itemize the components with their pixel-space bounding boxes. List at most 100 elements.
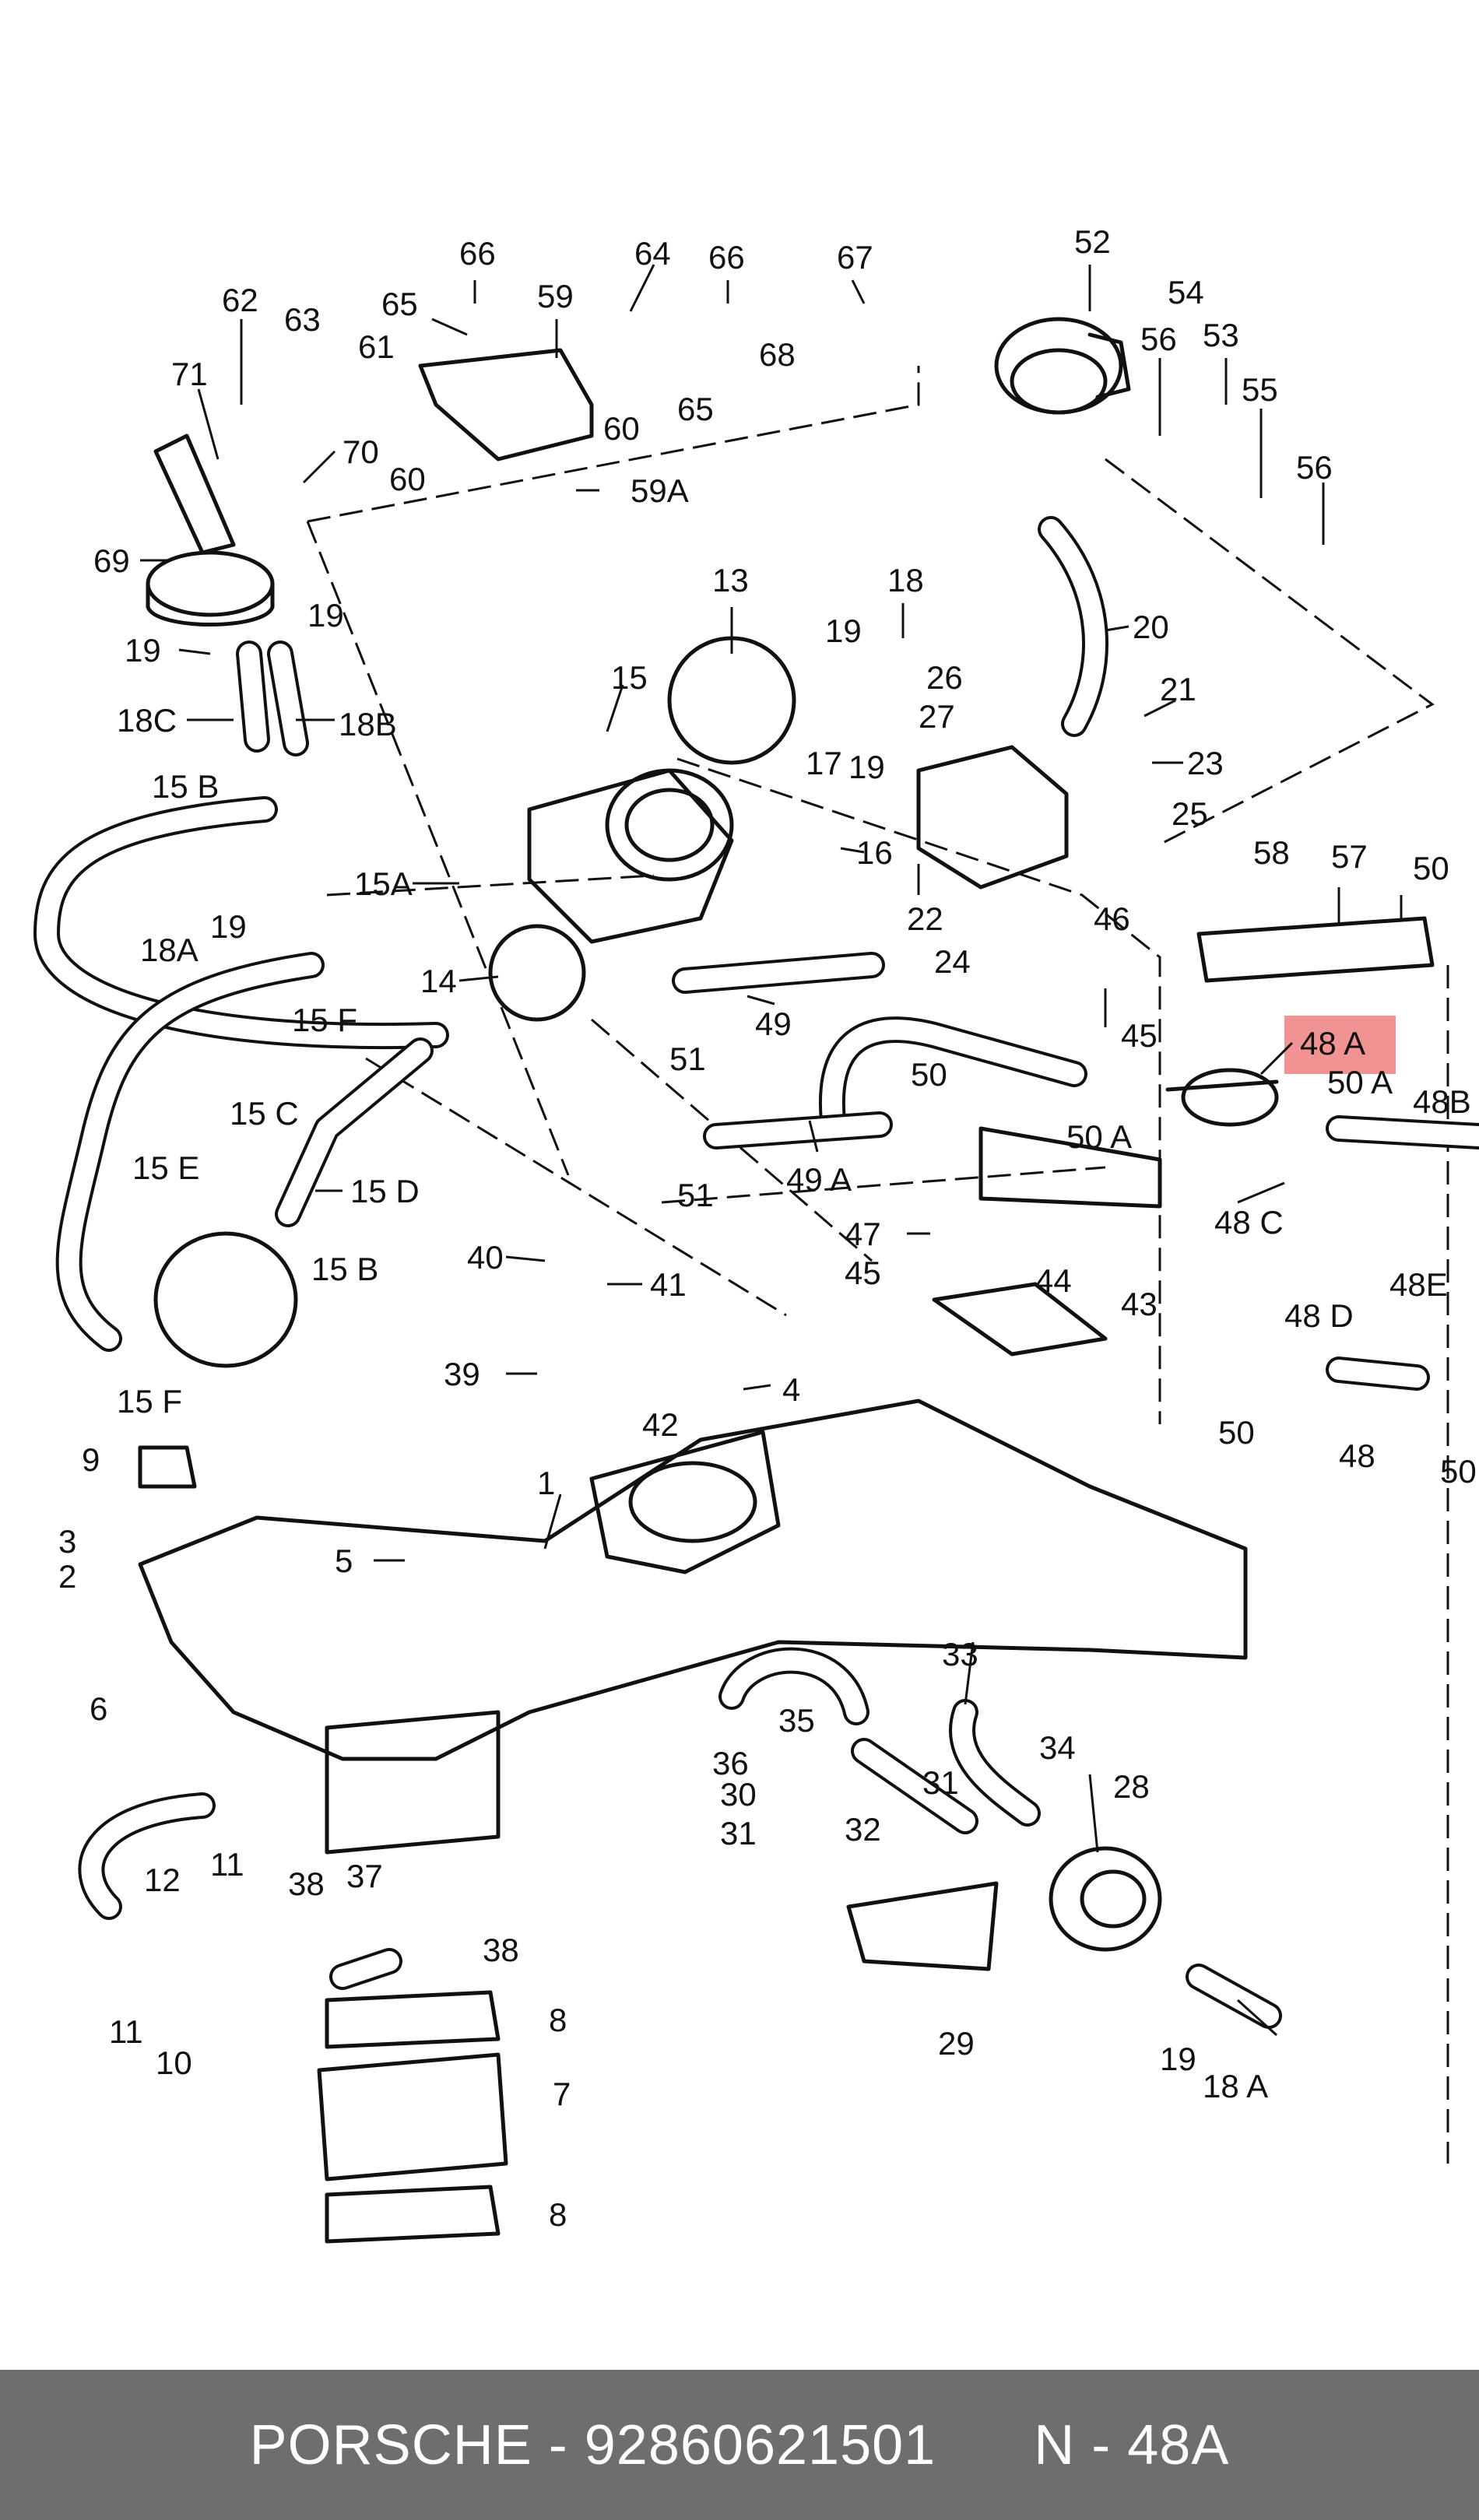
label-15c: 15 C (230, 1095, 299, 1132)
label-26: 26 (926, 659, 963, 696)
label-22: 22 (907, 900, 943, 937)
label-19f: 19 (1160, 2041, 1196, 2077)
label-34: 34 (1039, 1729, 1076, 1766)
label-48b: 48B (1413, 1083, 1471, 1120)
label-15b-b: 15 B (311, 1251, 378, 1287)
label-31b: 31 (720, 1815, 757, 1851)
footer-separator: - (548, 2413, 568, 2476)
label-49a: 49 A (786, 1161, 852, 1198)
label-35: 35 (778, 1702, 815, 1739)
label-32: 32 (845, 1811, 881, 1848)
label-37: 37 (346, 1858, 383, 1894)
label-59: 59 (537, 278, 574, 314)
label-44: 44 (1035, 1262, 1072, 1299)
label-38b: 38 (483, 1932, 519, 1968)
label-18c: 18C (117, 702, 177, 739)
label-15d: 15 D (350, 1173, 420, 1209)
label-6: 6 (90, 1690, 107, 1727)
label-60: 60 (603, 410, 640, 447)
label-2: 2 (58, 1558, 76, 1595)
label-18b: 18B (339, 706, 397, 742)
label-54: 54 (1168, 274, 1204, 311)
label-15e: 15 E (132, 1149, 199, 1186)
label-24: 24 (934, 943, 971, 980)
label-10: 10 (156, 2044, 192, 2081)
label-1: 1 (537, 1465, 555, 1501)
hoses (33, 516, 1479, 2029)
label-56: 56 (1140, 321, 1177, 357)
label-16: 16 (856, 834, 893, 871)
label-15f-b: 15 F (117, 1383, 182, 1420)
label-30: 30 (720, 1776, 757, 1813)
label-63: 63 (284, 301, 321, 338)
label-53: 53 (1203, 317, 1239, 353)
label-69: 69 (93, 542, 130, 579)
label-50d: 50 (1440, 1453, 1477, 1490)
label-31: 31 (922, 1764, 959, 1801)
label-60b: 60 (389, 461, 426, 497)
label-66b: 66 (708, 239, 745, 276)
label-61: 61 (358, 328, 395, 365)
label-29: 29 (938, 2025, 975, 2062)
label-14: 14 (420, 963, 457, 999)
label-19c: 19 (825, 612, 862, 649)
label-68: 68 (759, 336, 796, 373)
footer-part-number: 92860621501 (584, 2413, 936, 2476)
label-3: 3 (58, 1523, 76, 1560)
label-50c: 50 (1218, 1414, 1255, 1451)
label-33: 33 (942, 1636, 978, 1672)
footer-bar: PORSCHE - 92860621501 N - 48A (0, 2370, 1479, 2520)
footer-brand: PORSCHE (249, 2413, 532, 2476)
label-20: 20 (1133, 609, 1169, 645)
label-66: 66 (459, 235, 496, 272)
label-45: 45 (1121, 1017, 1158, 1054)
label-40: 40 (467, 1239, 504, 1276)
label-43: 43 (1121, 1286, 1158, 1322)
label-48a: 48 A (1300, 1025, 1365, 1062)
parts-diagram: 66 64 66 67 52 62 63 65 59 61 54 56 53 5… (33, 223, 1479, 2244)
label-19b: 19 (125, 632, 161, 669)
label-11b: 11 (109, 2013, 143, 2050)
label-23: 23 (1187, 745, 1224, 781)
label-9: 9 (82, 1441, 100, 1478)
leader-lines (140, 264, 1403, 2037)
label-38: 38 (288, 1865, 325, 1902)
label-19e: 19 (210, 908, 247, 945)
label-18a-b: 18 A (1203, 2068, 1268, 2104)
label-13: 13 (712, 562, 749, 598)
label-48d: 48 D (1284, 1297, 1354, 1334)
label-51: 51 (669, 1041, 706, 1077)
label-21: 21 (1160, 671, 1196, 707)
label-58: 58 (1253, 834, 1290, 871)
label-59a: 59A (631, 472, 689, 509)
part-labels: 66 64 66 67 52 62 63 65 59 61 54 56 53 5… (58, 223, 1477, 2233)
label-39: 39 (444, 1356, 480, 1392)
label-28: 28 (1113, 1768, 1150, 1805)
label-62: 62 (222, 282, 258, 318)
label-48c: 48 C (1214, 1204, 1284, 1241)
label-52: 52 (1074, 223, 1111, 260)
label-46: 46 (1094, 900, 1130, 937)
label-11: 11 (210, 1846, 244, 1883)
label-51b: 51 (677, 1177, 714, 1213)
label-65b: 65 (677, 391, 714, 427)
label-12: 12 (144, 1862, 181, 1898)
label-50: 50 (1413, 850, 1449, 886)
label-64: 64 (634, 235, 671, 272)
label-56b: 56 (1296, 449, 1333, 486)
label-25: 25 (1172, 795, 1208, 832)
label-41: 41 (650, 1266, 687, 1303)
label-5: 5 (335, 1543, 353, 1579)
label-70: 70 (343, 433, 379, 470)
label-50b: 50 (911, 1056, 947, 1093)
label-48: 48 (1339, 1437, 1375, 1474)
label-17: 17 (806, 745, 842, 781)
footer-caption: PORSCHE - 92860621501 N - 48A (250, 2413, 1230, 2477)
label-57: 57 (1331, 838, 1368, 875)
label-71: 71 (171, 356, 208, 392)
label-19d: 19 (848, 749, 885, 785)
label-65: 65 (381, 286, 418, 322)
label-27: 27 (919, 698, 955, 735)
label-50a: 50 A (1327, 1064, 1393, 1100)
label-4: 4 (782, 1371, 800, 1408)
